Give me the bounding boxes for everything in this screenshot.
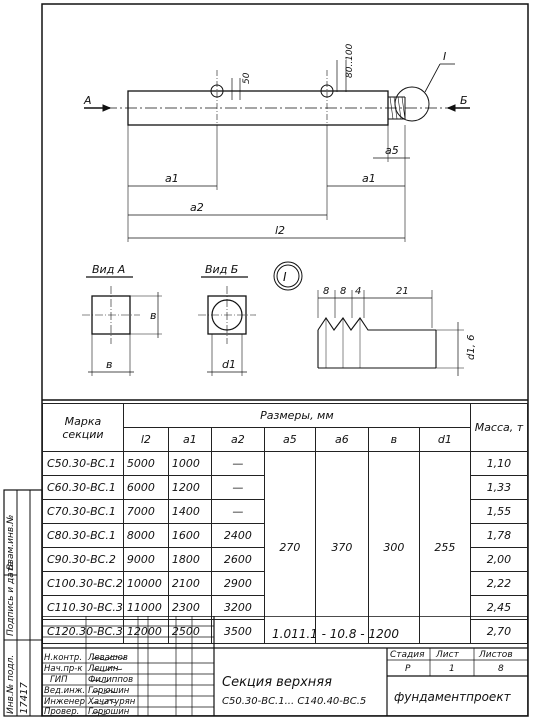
detail-i-title: I <box>283 270 287 284</box>
table-row: С90.30-ВС.2 9000 1800 2600 2,00 <box>42 547 529 572</box>
view-b-section <box>198 276 256 376</box>
view-a-section <box>82 276 162 376</box>
col-b: в <box>367 427 420 452</box>
detail-dim-8a: 8 <box>323 286 329 297</box>
table-row: С50.30-ВС.1 5000 1000 — 270 370 300 255 … <box>42 451 529 644</box>
dim-50: 50 <box>242 72 252 84</box>
stamp-role: Нач.пр-к <box>44 664 83 674</box>
sidebar-replace-field: Взам.инв.№ <box>6 514 16 570</box>
cell-a6: 370 <box>314 451 369 644</box>
view-a-title: Вид А <box>92 263 125 276</box>
view-a-dim-side: в <box>150 309 156 322</box>
document-subtitle: С50.30-ВС.1... С140.40-ВС.5 <box>222 696 366 707</box>
detail-dim-d1-6: d1, 6 <box>466 335 477 360</box>
stamp-role: Провер. <box>44 707 79 716</box>
table-row: С120.30-ВС.3 12000 2500 3500 2,70 <box>42 619 529 644</box>
stamp-name: Горюшин <box>88 686 130 696</box>
stage-label: Стадия <box>390 650 425 660</box>
view-b-dim-d1: d1 <box>222 358 236 371</box>
dim-a1-right: a1 <box>362 172 376 185</box>
dim-a5: a5 <box>385 144 399 157</box>
stamp-role: Н.контр. <box>44 653 82 663</box>
col-a1: a1 <box>167 427 212 452</box>
view-b-title: Вид Б <box>205 263 238 276</box>
cell-d1: 255 <box>418 451 471 644</box>
header-mark: Марка секции <box>42 403 124 452</box>
document-title: Секция верхняя <box>222 675 332 690</box>
stamp-role: Инженер <box>44 697 85 707</box>
view-arrow-a-label: A <box>83 94 92 107</box>
organization-name: фундаментпроект <box>394 690 512 704</box>
stamp-name: Лешин <box>87 664 119 674</box>
sheet-label: Лист <box>435 650 460 660</box>
stamp-name: Левашов <box>87 653 128 663</box>
table-row: С70.30-ВС.1 7000 1400 — 1,55 <box>42 499 529 524</box>
sidebar-signature-field: Подпись и дата <box>6 561 16 636</box>
sheet-value: 1 <box>449 664 455 674</box>
stamp-name: Горюшин <box>88 707 130 716</box>
dim-a2: a2 <box>190 201 204 214</box>
stamp-role: Вед.инж. <box>44 686 85 696</box>
table-row: С100.30-ВС.2 10000 2100 2900 2,22 <box>42 571 529 596</box>
col-a5: a5 <box>263 427 316 452</box>
sections-table: Марка секции Размеры, мм Масса, т l2 a1 … <box>42 403 529 644</box>
detail-i-marker <box>273 261 303 291</box>
dim-a1-left: a1 <box>165 172 179 185</box>
stamp-name: Филиппов <box>88 675 133 685</box>
table-header-row: Марка секции Размеры, мм Масса, т <box>42 403 529 452</box>
detail-callout-label: I <box>443 50 446 63</box>
col-a2: a2 <box>210 427 265 452</box>
beam-elevation <box>84 60 470 242</box>
sidebar-inv-field: Инв.№ подл. <box>6 654 16 714</box>
detail-i-thread <box>317 290 464 376</box>
col-l2: l2 <box>122 427 169 452</box>
sheets-label: Листов <box>478 650 513 660</box>
view-a-dim-bottom: в <box>106 358 112 371</box>
detail-dim-21: 21 <box>396 286 409 297</box>
detail-dim-8b: 8 <box>340 286 346 297</box>
dim-l2: l2 <box>275 224 285 237</box>
sheet-frame <box>41 3 529 717</box>
binding-strip <box>3 489 43 717</box>
stage-value: Р <box>405 664 411 674</box>
sidebar-inv-number: 17417 <box>19 682 30 714</box>
stamp-role: ГИП <box>50 675 68 685</box>
col-a6: a6 <box>314 427 369 452</box>
col-d1: d1 <box>418 427 471 452</box>
detail-dim-4: 4 <box>355 286 361 297</box>
sheets-value: 8 <box>498 664 504 674</box>
dim-80-100: 80..100 <box>345 43 355 78</box>
stamp-name: Хачатурян <box>87 697 136 707</box>
view-arrow-b-label: Б <box>460 94 468 107</box>
table-row: С60.30-ВС.1 6000 1200 — 1,33 <box>42 475 529 500</box>
cell-a5: 270 <box>263 451 316 644</box>
header-mass: Масса, т <box>469 403 529 452</box>
cell-b: 300 <box>367 451 420 644</box>
title-block: Н.контр. Левашов Нач.пр-к Лешин ГИП Фили… <box>42 616 528 716</box>
document-code: 1.011.1 - 10.8 - 1200 <box>272 627 399 641</box>
header-sizes: Размеры, мм <box>122 403 471 428</box>
